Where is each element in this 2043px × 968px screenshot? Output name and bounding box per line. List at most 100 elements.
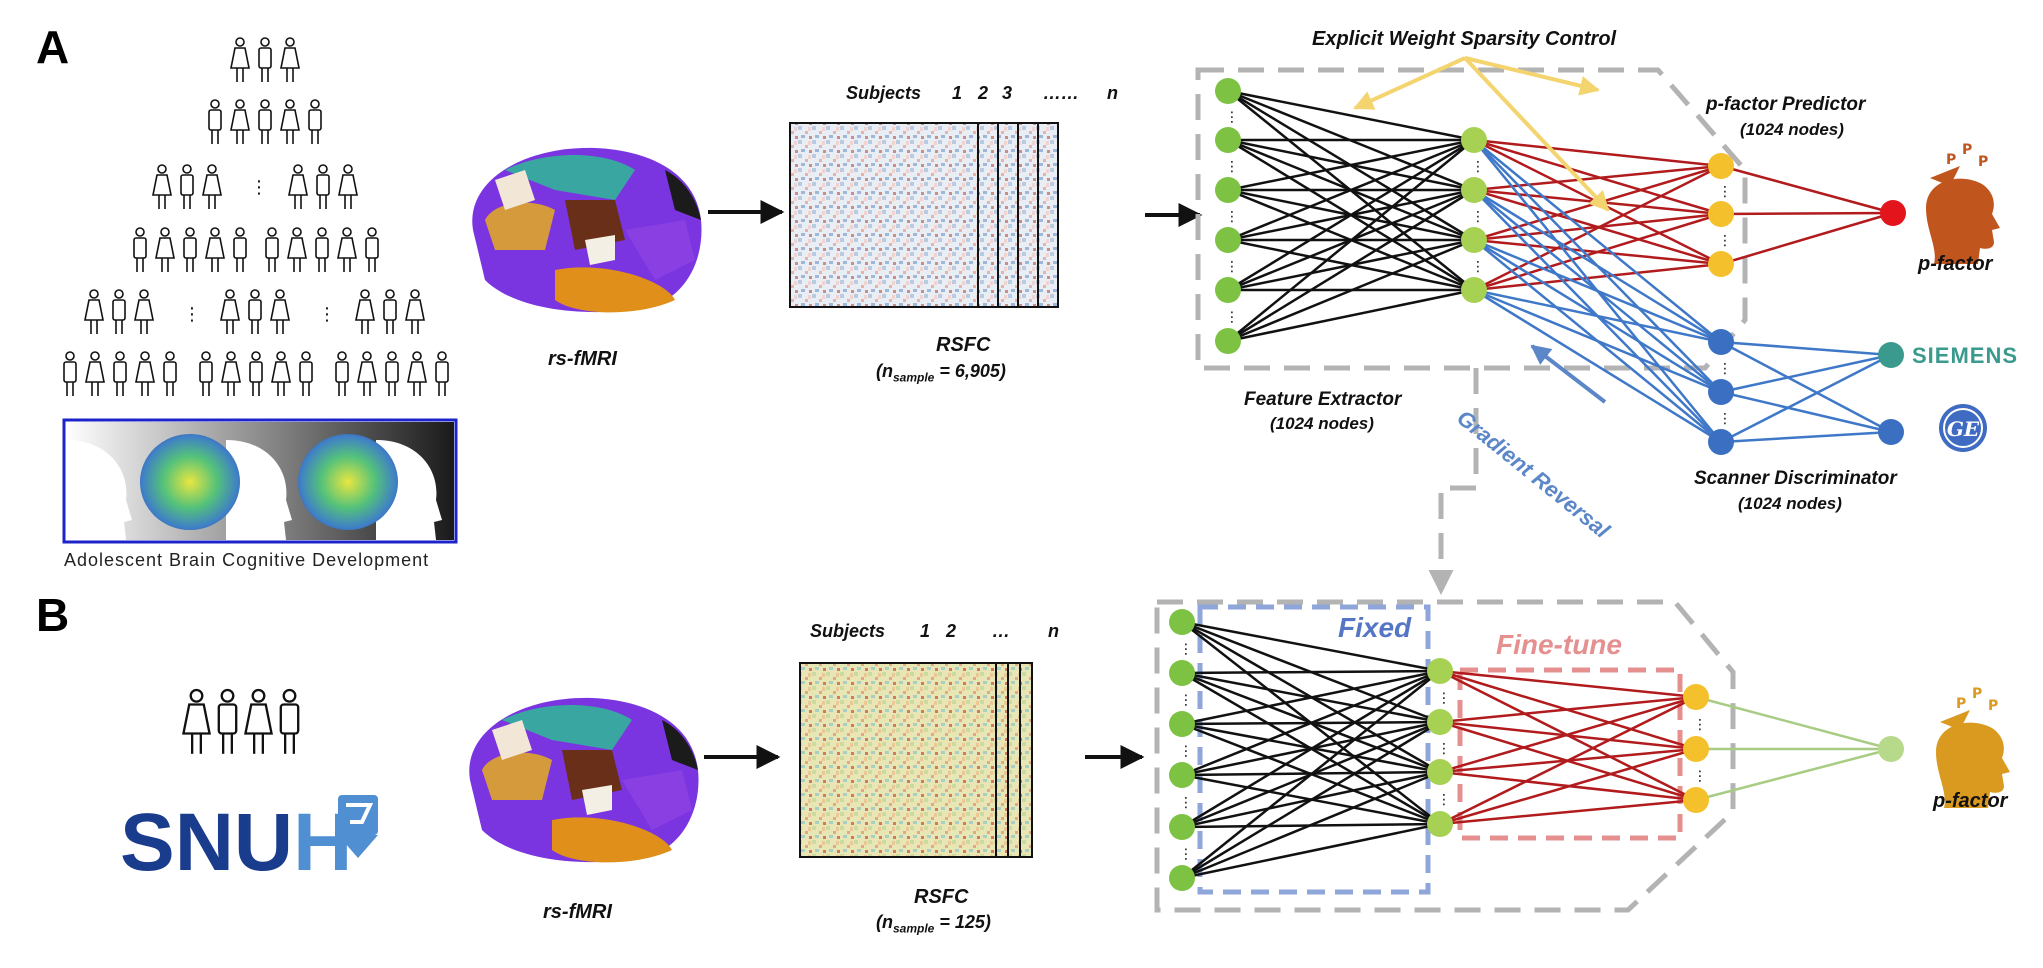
person-icon <box>182 688 211 754</box>
subject-index-a-1: 1 <box>952 83 963 103</box>
person-icon <box>134 289 154 334</box>
rsfc-matrix-stack-a <box>789 122 1059 308</box>
network-node <box>1169 660 1195 686</box>
person-icon <box>113 351 127 396</box>
person-icon <box>202 164 222 209</box>
p-factor-label-a: p-factor <box>1918 253 1993 275</box>
abcd-label: Adolescent Brain Cognitive Development <box>64 550 430 570</box>
person-icon <box>84 289 104 334</box>
sparsity-label: Explicit Weight Sparsity Control <box>1312 28 1617 50</box>
network-node <box>1427 709 1453 735</box>
snuh-logo: SNUH <box>120 795 378 888</box>
rsfc-matrix <box>789 122 979 308</box>
svg-text:P: P <box>1956 696 1966 712</box>
person-icon <box>299 351 313 396</box>
network-node <box>1708 251 1734 277</box>
network-edge <box>1227 89 1475 142</box>
brain-surface-b <box>469 697 699 863</box>
network-edge <box>1473 212 1722 292</box>
rsfc-matrix-stack-b <box>799 662 1033 858</box>
ellipsis-dots: ⋮ <box>1437 792 1451 808</box>
ellipsis-dots: ⋮ <box>1693 769 1707 785</box>
rsfc-label-b: RSFC <box>914 886 969 908</box>
person-icon <box>287 227 307 272</box>
svg-text:P: P <box>1978 154 1988 170</box>
network-node <box>1708 429 1734 455</box>
panel-letter-a: A <box>36 21 70 73</box>
network-node <box>1215 328 1241 354</box>
network-edge <box>1720 390 1892 434</box>
subject-index-a-3: 3 <box>1002 83 1013 103</box>
network-edge <box>1720 353 1892 394</box>
person-icon <box>230 99 250 144</box>
ellipsis-dots: ⋮ <box>1718 184 1732 200</box>
feature-extractor-nodes: (1024 nodes) <box>1270 414 1374 433</box>
network-node <box>1461 177 1487 203</box>
network-edge <box>1473 288 1722 344</box>
network-edge <box>1439 695 1697 724</box>
subject-index-a-n: n <box>1107 83 1118 103</box>
network-node <box>1215 78 1241 104</box>
person-icon <box>152 164 172 209</box>
network-outline-b <box>1154 599 1736 913</box>
network-edge <box>1473 138 1722 168</box>
network-edge <box>1473 139 1722 343</box>
person-icon <box>205 227 225 272</box>
network-node <box>1215 177 1241 203</box>
network-edge <box>1720 164 1894 215</box>
person-icon <box>217 688 238 754</box>
network-outline-a <box>1195 67 1748 371</box>
abcd-dataset-banner <box>62 418 458 544</box>
network-edge <box>1227 238 1475 343</box>
person-icon <box>365 227 379 272</box>
person-icon <box>338 164 358 209</box>
network-edge <box>1473 164 1722 192</box>
person-icon <box>288 164 308 209</box>
ellipsis-dots: ⋮ <box>1471 159 1485 175</box>
network-edge <box>1181 770 1441 880</box>
network-edge <box>1227 188 1475 343</box>
subject-index-b-2: 2 <box>946 621 957 641</box>
network-node <box>1461 227 1487 253</box>
person-icon <box>183 227 197 272</box>
person-icon <box>383 289 397 334</box>
person-icon <box>435 351 449 396</box>
ellipsis-dots: ⋮ <box>183 304 201 325</box>
ellipsis-dots: ⋮ <box>1225 159 1239 175</box>
ellipsis-dots: ⋮ <box>1718 411 1732 427</box>
network-edge <box>1227 139 1475 342</box>
subject-index-b-dots: … <box>992 621 1010 641</box>
svg-text:P: P <box>1972 686 1982 702</box>
network-edge <box>1720 353 1892 444</box>
ellipsis-dots: ⋮ <box>250 177 268 198</box>
network-node <box>1169 762 1195 788</box>
network-edge <box>1181 620 1441 673</box>
network-edge <box>1473 188 1722 344</box>
feature-extractor-title: Feature Extractor <box>1244 389 1402 410</box>
svg-text:P: P <box>1962 142 1972 158</box>
network-edge <box>1720 211 1894 216</box>
person-icon <box>112 289 126 334</box>
network-edge <box>1181 669 1441 726</box>
person-icon <box>265 227 279 272</box>
person-icon <box>270 289 290 334</box>
person-icon <box>271 351 291 396</box>
network-edge <box>1720 211 1894 266</box>
person-icon <box>85 351 105 396</box>
person-icon <box>258 37 272 82</box>
ellipsis-dots: ⋮ <box>1718 233 1732 249</box>
network-edge <box>1473 238 1722 344</box>
ge-output-node <box>1878 419 1904 445</box>
network-edge <box>1181 720 1441 880</box>
ellipsis-dots: ⋮ <box>1471 209 1485 225</box>
subject-index-a-2: 2 <box>978 83 989 103</box>
network-a: ⋮⋮⋮⋮⋮⋮⋮⋮⋮⋮⋮⋮ <box>1215 78 1906 455</box>
network-node <box>1169 865 1195 891</box>
n-sample-b: (nsample = 125) <box>876 912 991 936</box>
network-edge <box>1227 138 1475 242</box>
person-icon <box>407 351 427 396</box>
person-icon <box>258 99 272 144</box>
person-icon <box>135 351 155 396</box>
ellipsis-dots: ⋮ <box>1718 361 1732 377</box>
person-icon <box>248 289 262 334</box>
